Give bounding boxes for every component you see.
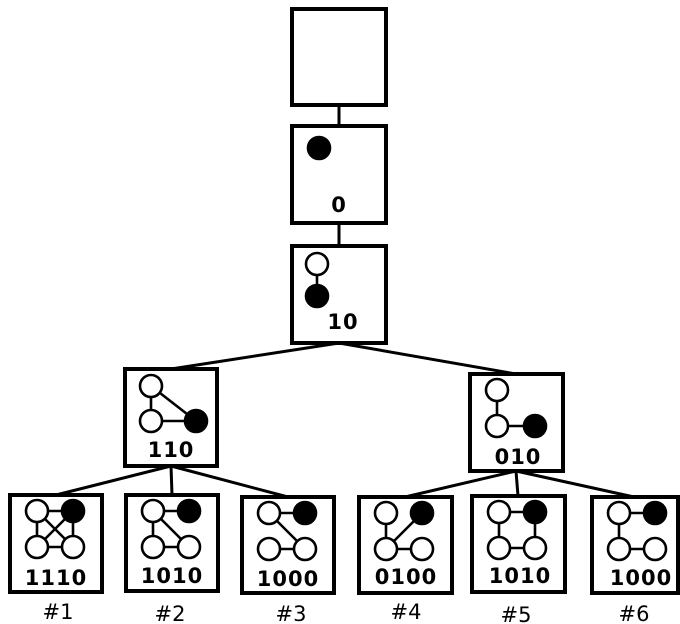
leaf-1-caption: #1 — [43, 600, 74, 624]
vertex-white — [373, 536, 399, 562]
vertex-white — [373, 500, 399, 526]
node-root — [290, 7, 388, 107]
vertex-white — [304, 251, 330, 277]
edge-right-leaf5 — [514, 470, 520, 497]
node-left-branch-code: 110 — [148, 438, 195, 462]
vertex-white — [256, 536, 282, 562]
vertex-black — [176, 498, 202, 524]
vertex-black — [292, 500, 318, 526]
vertex-white — [642, 536, 668, 562]
leaf-2-caption: #2 — [155, 602, 186, 624]
node-left-branch: 110 — [123, 367, 219, 468]
vertex-white — [292, 536, 318, 562]
leaf-3: 1000 #3 — [240, 495, 336, 624]
vertex-white — [484, 377, 510, 403]
leaf-3-code: 1000 — [257, 567, 319, 591]
vertex-black — [409, 500, 435, 526]
vertex-white — [522, 535, 548, 561]
vertex-white — [24, 534, 50, 560]
vertex-white — [484, 413, 510, 439]
vertex-black — [304, 283, 330, 309]
vertex-white — [138, 373, 164, 399]
node-level1-code: 0 — [331, 193, 347, 217]
node-box — [290, 124, 388, 225]
edge-right-leaf6 — [515, 469, 635, 499]
vertex-white — [138, 408, 164, 434]
leaf-6-caption: #6 — [619, 602, 650, 624]
vertex-white — [256, 500, 282, 526]
vertex-black — [642, 500, 668, 526]
vertex-white — [140, 498, 166, 524]
leaf-1: 1110 #1 — [8, 493, 104, 624]
leaf-6: 1000 #6 — [590, 495, 680, 624]
edge-left-leaf3 — [170, 464, 289, 499]
vertex-black — [60, 498, 86, 524]
leaf-1-code: 1110 — [25, 566, 87, 590]
vertex-white — [60, 534, 86, 560]
vertex-white — [606, 536, 632, 562]
leaf-5-caption: #5 — [501, 603, 532, 624]
leaf-4-code: 0100 — [375, 565, 437, 589]
node-level2: 10 — [290, 244, 388, 345]
leaf-4-caption: #4 — [391, 600, 422, 624]
vertex-black — [522, 499, 548, 525]
leaf-2: 1010 #2 — [124, 493, 220, 624]
vertex-black — [522, 413, 548, 439]
edge-left-leaf2 — [169, 465, 174, 496]
leaf-5: 1010 #5 — [470, 494, 567, 624]
leaf-5-code: 1010 — [489, 564, 551, 588]
vertex-black — [306, 135, 332, 161]
vertex-white — [176, 534, 202, 560]
tree-edges — [55, 106, 635, 499]
node-right-branch-code: 010 — [495, 445, 542, 469]
vertex-white — [486, 499, 512, 525]
node-level2-code: 10 — [327, 310, 358, 334]
vertex-white — [24, 498, 50, 524]
leaf-6-code: 1000 — [610, 566, 672, 590]
vertex-white — [409, 536, 435, 562]
leaf-3-caption: #3 — [276, 602, 307, 624]
vertex-black — [183, 408, 209, 434]
edge-level2-left — [170, 341, 340, 371]
leaf-4: 0100 #4 — [357, 495, 454, 624]
vertex-white — [140, 534, 166, 560]
leaf-2-code: 1010 — [141, 564, 203, 588]
vertex-white — [486, 535, 512, 561]
vertex-white — [606, 500, 632, 526]
edge-level2-right — [338, 341, 517, 376]
edge-left-leaf1 — [55, 464, 172, 497]
node-box — [290, 7, 388, 107]
node-right-branch: 010 — [468, 372, 565, 473]
node-level1: 0 — [290, 124, 388, 225]
edge-right-leaf4 — [404, 469, 517, 499]
